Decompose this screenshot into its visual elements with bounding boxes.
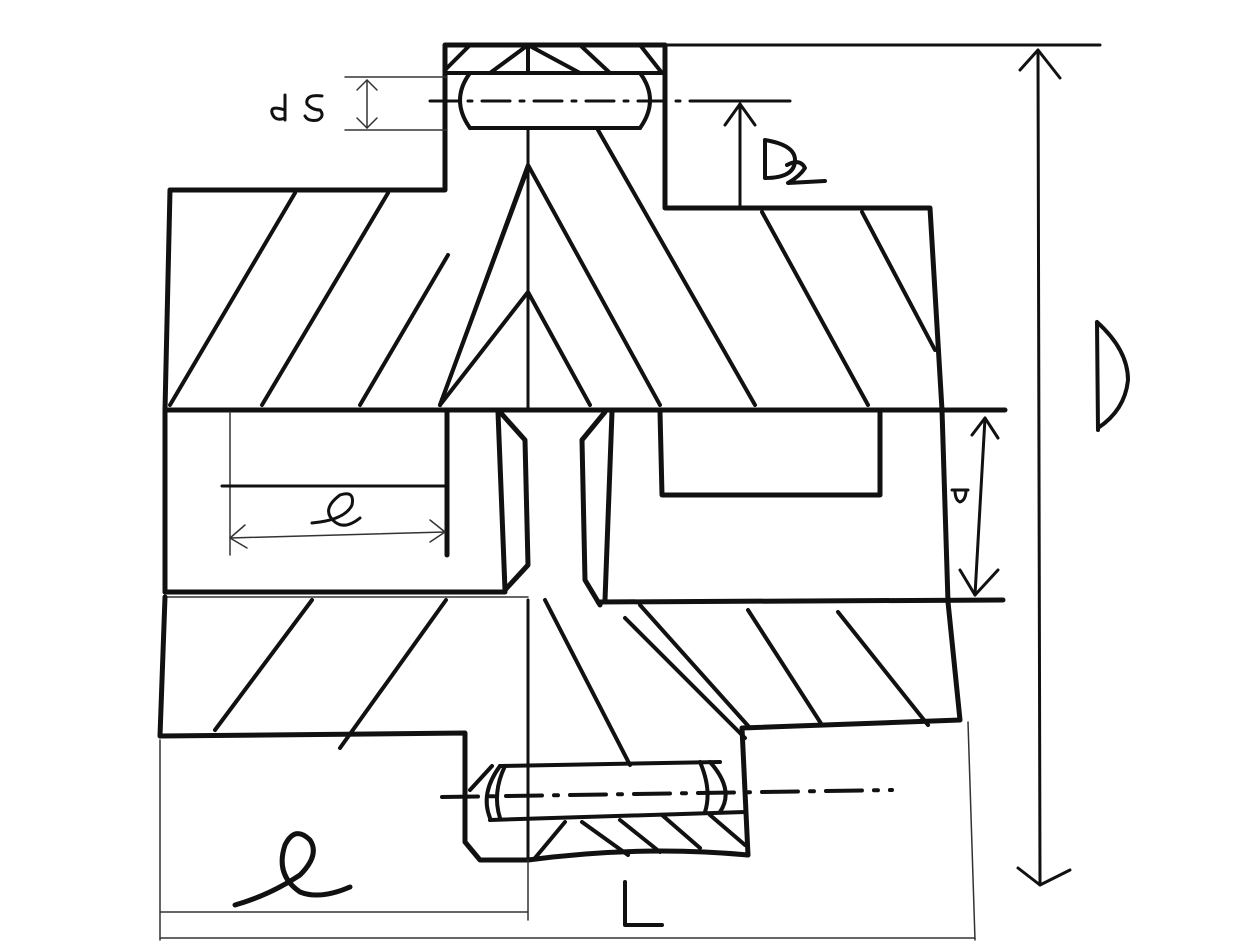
label-l-small: l	[320, 493, 330, 534]
l-large-shape	[232, 831, 353, 908]
d-letter-shape	[1095, 320, 1130, 432]
right-keyway-chamfer	[579, 409, 615, 608]
right-keyway-slot	[657, 409, 883, 498]
upper-right-hatching	[596, 128, 937, 407]
d-outer-dimension	[663, 43, 1102, 887]
label-d2-subscript: 2	[790, 162, 805, 190]
d-bore-dimension	[958, 416, 1000, 597]
ds-d-shape	[270, 93, 287, 122]
upper-right-half-outline	[527, 42, 945, 413]
label-big-l: L	[620, 879, 648, 937]
shaft-bottom-line	[595, 597, 1006, 605]
d2-dimension	[698, 99, 792, 208]
bottom-pin-centerline	[440, 788, 894, 799]
d2-subscript-shape	[785, 160, 827, 185]
upper-center-wedge	[438, 163, 662, 407]
label-d: D	[1093, 373, 1139, 443]
lower-left-half-outline	[157, 594, 531, 863]
label-d2: D	[762, 146, 790, 187]
left-hub-bore	[162, 407, 508, 595]
label-l-large: l	[265, 835, 284, 917]
lower-left-hatching	[213, 598, 448, 750]
l-small-dimension	[220, 411, 447, 556]
label-ds: ds	[268, 88, 305, 126]
ds-dimension	[344, 76, 448, 131]
d-bore-letter-shape	[950, 488, 970, 504]
label-texts: ds D 2 D d l l L	[265, 88, 1139, 937]
upper-left-half-outline	[162, 42, 533, 413]
l-small-shape	[310, 492, 362, 527]
d2-letter-shape	[763, 138, 797, 180]
big-l-shape	[623, 880, 664, 927]
left-keyway-chamfer	[497, 409, 531, 593]
bottom-dimension-lines	[159, 721, 976, 941]
ds-s-shape	[303, 94, 324, 122]
lower-right-half-outline	[525, 599, 963, 863]
top-pin	[443, 43, 664, 130]
lower-right-hatching	[543, 598, 930, 767]
right-hub-outline	[939, 407, 951, 605]
bottom-pin	[468, 760, 747, 860]
label-d-bore: d	[950, 482, 967, 512]
